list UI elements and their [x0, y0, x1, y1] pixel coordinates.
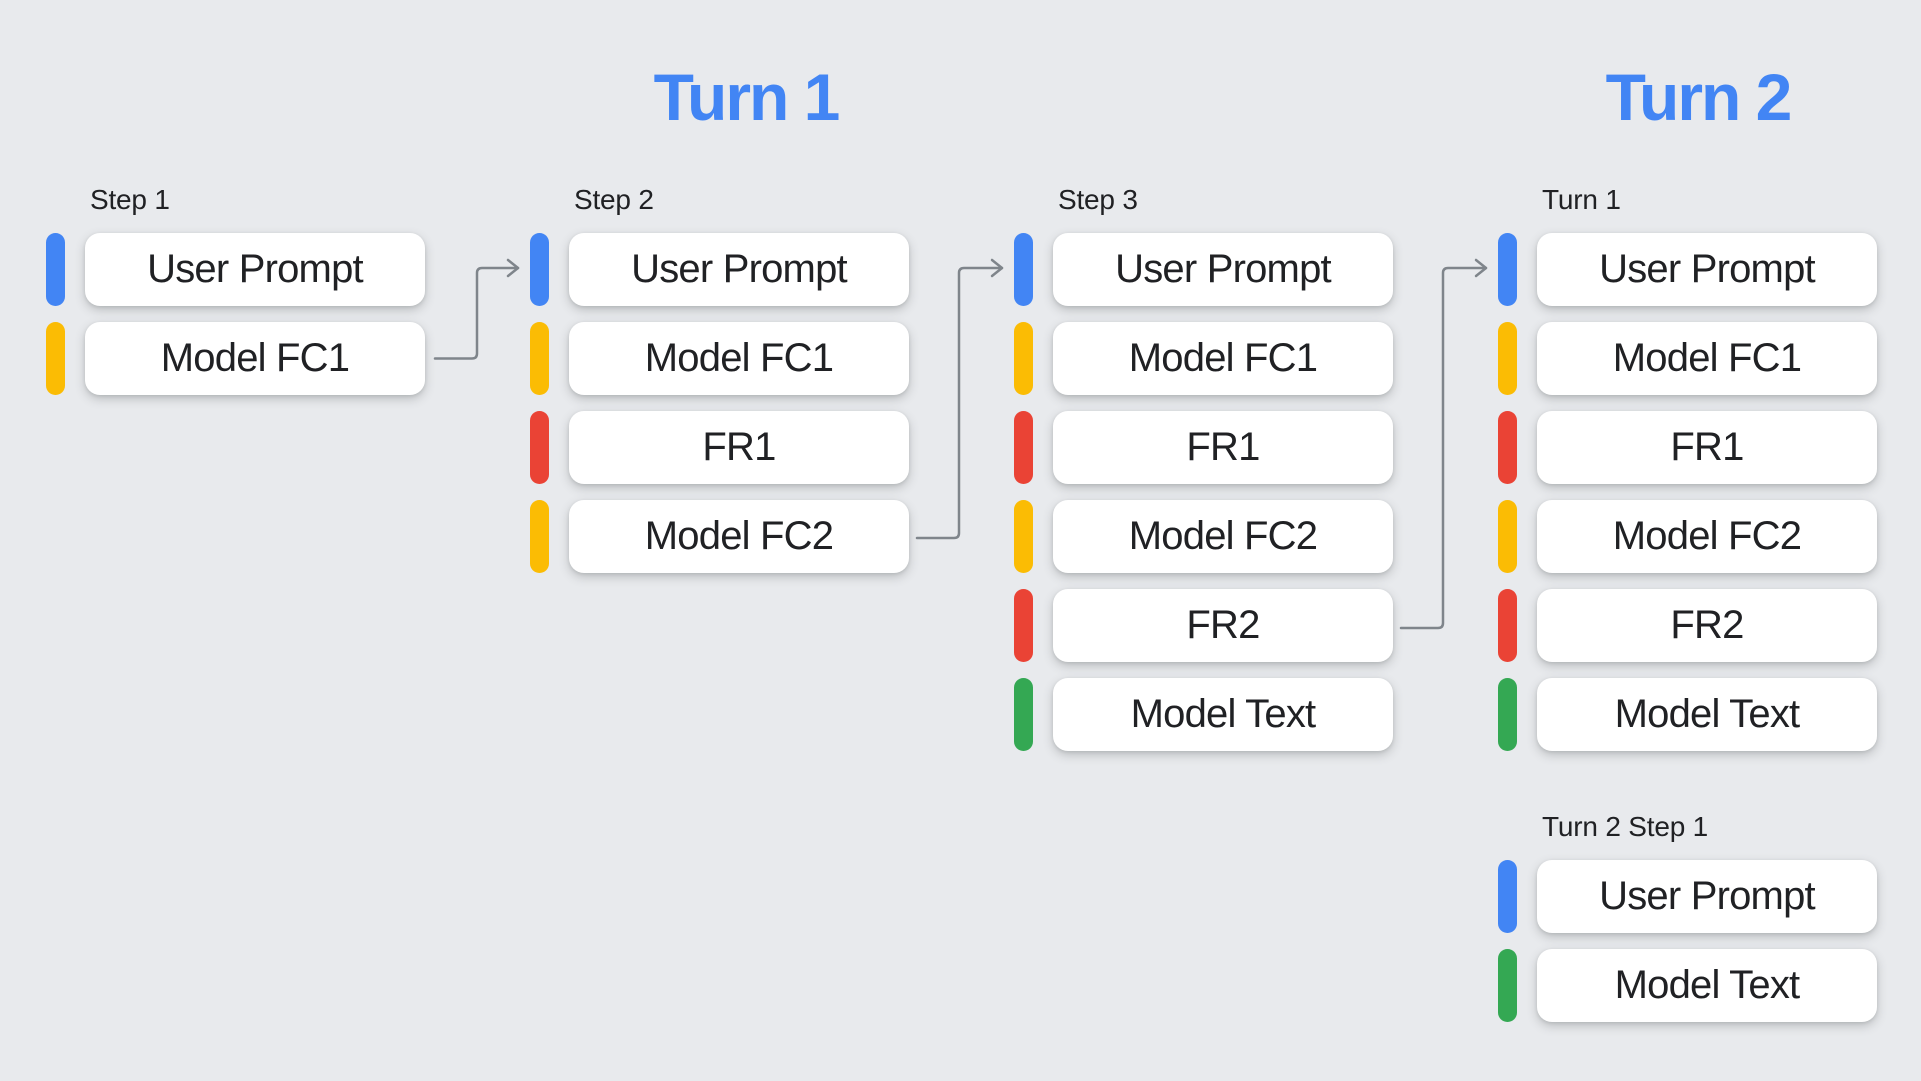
title-turn-2: Turn 2: [1605, 60, 1793, 134]
card-color-bar: [530, 233, 549, 306]
card-row: FR2: [1498, 589, 1918, 662]
card-color-bar: [1498, 678, 1517, 751]
card-label: FR1: [702, 425, 776, 469]
card: User Prompt: [1537, 860, 1877, 933]
card-label: Model FC2: [1612, 514, 1802, 558]
column-label: Step 2: [574, 184, 654, 215]
card-color-bar: [1498, 322, 1517, 395]
card-color-bar: [1498, 233, 1517, 306]
card-label: Model Text: [1614, 692, 1801, 736]
card: User Prompt: [1537, 233, 1877, 306]
card-color-bar: [530, 322, 549, 395]
card-label: Model FC2: [1128, 514, 1318, 558]
column-label: Step 3: [1058, 184, 1138, 215]
card-label: FR1: [1670, 425, 1744, 469]
card-label: Model FC1: [160, 336, 350, 380]
card-color-bar: [1014, 233, 1033, 306]
card-label: Model FC1: [1612, 336, 1802, 380]
card-row: FR1: [1498, 411, 1918, 484]
card-row: Model FC1: [1014, 322, 1434, 395]
card-color-bar: [1014, 411, 1033, 484]
card-row: FR1: [530, 411, 950, 484]
card-label: FR2: [1670, 603, 1744, 647]
card-row: Model FC2: [1014, 500, 1434, 573]
card-row: FR2: [1014, 589, 1434, 662]
card: Model FC2: [1537, 500, 1877, 573]
card: Model Text: [1053, 678, 1393, 751]
card-color-bar: [1498, 411, 1517, 484]
card-list: User Prompt Model FC1: [46, 233, 466, 395]
card: Model FC1: [569, 322, 909, 395]
card-color-bar: [1014, 322, 1033, 395]
card-color-bar: [1014, 589, 1033, 662]
card-row: Model Text: [1014, 678, 1434, 751]
card-row: Model Text: [1498, 678, 1918, 751]
card: Model FC1: [1537, 322, 1877, 395]
card: FR1: [569, 411, 909, 484]
card-color-bar: [1498, 860, 1517, 933]
card-label: User Prompt: [147, 247, 364, 291]
card-list: User Prompt Model FC1 FR1 Model FC2 FR2 …: [1498, 233, 1918, 751]
card-label: Model Text: [1130, 692, 1317, 736]
card: Model FC1: [1053, 322, 1393, 395]
card-label: User Prompt: [1599, 247, 1816, 291]
column-step-1: Step 1 User Prompt Model FC1: [46, 184, 466, 395]
card: Model Text: [1537, 949, 1877, 1022]
card-color-bar: [530, 500, 549, 573]
card-label: User Prompt: [1599, 874, 1816, 918]
card: Model FC2: [569, 500, 909, 573]
card-list: User Prompt Model Text: [1498, 860, 1918, 1022]
card: Model Text: [1537, 678, 1877, 751]
card-color-bar: [1498, 500, 1517, 573]
card-color-bar: [46, 233, 65, 306]
card-row: Model FC2: [1498, 500, 1918, 573]
column-step-3: Step 3 User Prompt Model FC1 FR1 Model F…: [1014, 184, 1434, 751]
card-label: FR1: [1186, 425, 1260, 469]
column-label: Turn 1: [1542, 184, 1621, 215]
title-turn-1: Turn 1: [653, 60, 841, 134]
card-label: User Prompt: [1115, 247, 1332, 291]
card-row: User Prompt: [1014, 233, 1434, 306]
column-label: Turn 2 Step 1: [1542, 811, 1709, 842]
card-row: Model FC1: [530, 322, 950, 395]
card-color-bar: [1014, 500, 1033, 573]
card: User Prompt: [85, 233, 425, 306]
card-color-bar: [530, 411, 549, 484]
column-turn-2-step-1: Turn 2 Step 1 User Prompt Model Text: [1498, 811, 1918, 1022]
column-label: Step 1: [90, 184, 170, 215]
card-row: User Prompt: [46, 233, 466, 306]
card-row: User Prompt: [530, 233, 950, 306]
card-row: FR1: [1014, 411, 1434, 484]
card-label: Model FC1: [644, 336, 834, 380]
card-label: Model FC2: [644, 514, 834, 558]
card-label: Model Text: [1614, 963, 1801, 1007]
card-row: User Prompt: [1498, 233, 1918, 306]
card: Model FC2: [1053, 500, 1393, 573]
card-row: Model FC1: [46, 322, 466, 395]
card-color-bar: [1498, 589, 1517, 662]
card-color-bar: [46, 322, 65, 395]
card-row: Model FC2: [530, 500, 950, 573]
card-list: User Prompt Model FC1 FR1 Model FC2 FR2 …: [1014, 233, 1434, 751]
column-turn-1-context: Turn 1 User Prompt Model FC1 FR1 Model F…: [1498, 184, 1918, 751]
card-row: Model FC1: [1498, 322, 1918, 395]
card-label: FR2: [1186, 603, 1260, 647]
card: FR2: [1537, 589, 1877, 662]
card-list: User Prompt Model FC1 FR1 Model FC2: [530, 233, 950, 573]
card-label: User Prompt: [631, 247, 848, 291]
card: Model FC1: [85, 322, 425, 395]
card-color-bar: [1498, 949, 1517, 1022]
card: User Prompt: [569, 233, 909, 306]
card-row: Model Text: [1498, 949, 1918, 1022]
card: FR1: [1537, 411, 1877, 484]
card: FR2: [1053, 589, 1393, 662]
card: User Prompt: [1053, 233, 1393, 306]
card-row: User Prompt: [1498, 860, 1918, 933]
card-label: Model FC1: [1128, 336, 1318, 380]
column-step-2: Step 2 User Prompt Model FC1 FR1 Model F…: [530, 184, 950, 573]
card-color-bar: [1014, 678, 1033, 751]
card: FR1: [1053, 411, 1393, 484]
